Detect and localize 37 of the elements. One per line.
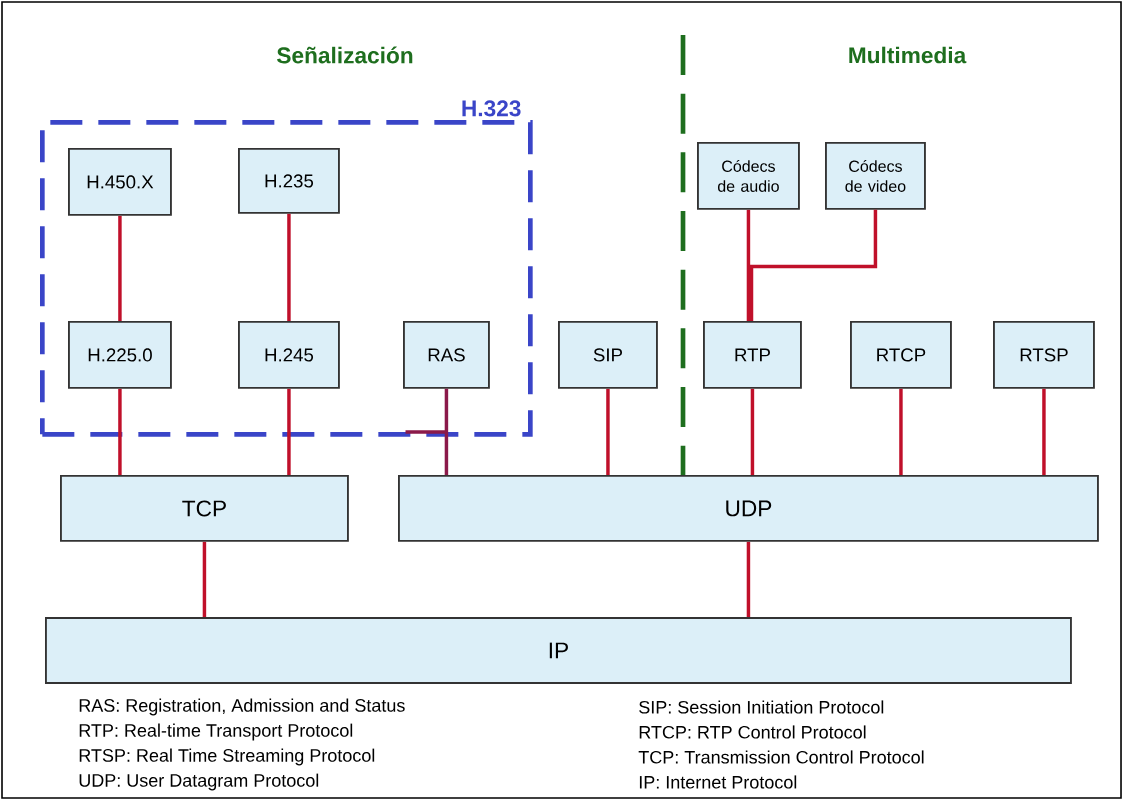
protocol-box: H.245 xyxy=(238,321,340,389)
connector-line xyxy=(749,209,878,321)
connector-line xyxy=(746,209,751,321)
connector-line xyxy=(403,387,449,477)
definition-text: RTCP: RTP Control Protocol xyxy=(639,725,866,739)
section-heading: Señalización xyxy=(277,46,413,64)
node-label: H.323 xyxy=(462,100,521,117)
protocol-box: RAS xyxy=(403,321,490,389)
protocol-box: RTSP xyxy=(993,321,1095,389)
definition-text: TCP: Transmission Control Protocol xyxy=(638,750,924,764)
protocol-box: Códecs de audio xyxy=(697,142,800,210)
protocol-box: H.235 xyxy=(238,148,340,214)
connector-line xyxy=(606,388,610,475)
connector-line xyxy=(1042,388,1046,475)
definition-text: SIP: Session Initiation Protocol xyxy=(639,700,884,714)
connector-line xyxy=(287,213,291,321)
protocol-box: SIP xyxy=(558,321,658,389)
protocol-box: RTCP xyxy=(850,321,952,389)
section-heading: Multimedia xyxy=(849,46,967,64)
connector-line xyxy=(287,388,291,475)
protocol-box: Códecs de video xyxy=(825,142,926,210)
definition-text: RTP: Real-time Transport Protocol xyxy=(79,723,353,741)
layer-box: TCP xyxy=(60,475,349,542)
connector-line xyxy=(899,388,903,475)
definition-text: IP: Internet Protocol xyxy=(639,775,797,789)
connector-line xyxy=(750,388,755,475)
protocol-box: RTP xyxy=(703,321,802,389)
connector-line xyxy=(746,541,751,617)
layer-box: UDP xyxy=(398,475,1099,542)
definition-text: UDP: User Datagram Protocol xyxy=(79,773,319,791)
layer-box: IP xyxy=(45,617,1072,684)
connector-line xyxy=(118,388,122,475)
protocol-box: H.225.0 xyxy=(68,321,172,389)
connector-line xyxy=(118,215,122,321)
definition-text: RTSP: Real Time Streaming Protocol xyxy=(79,748,375,766)
connector-line xyxy=(202,541,207,617)
protocol-box: H.450.X xyxy=(68,148,172,216)
